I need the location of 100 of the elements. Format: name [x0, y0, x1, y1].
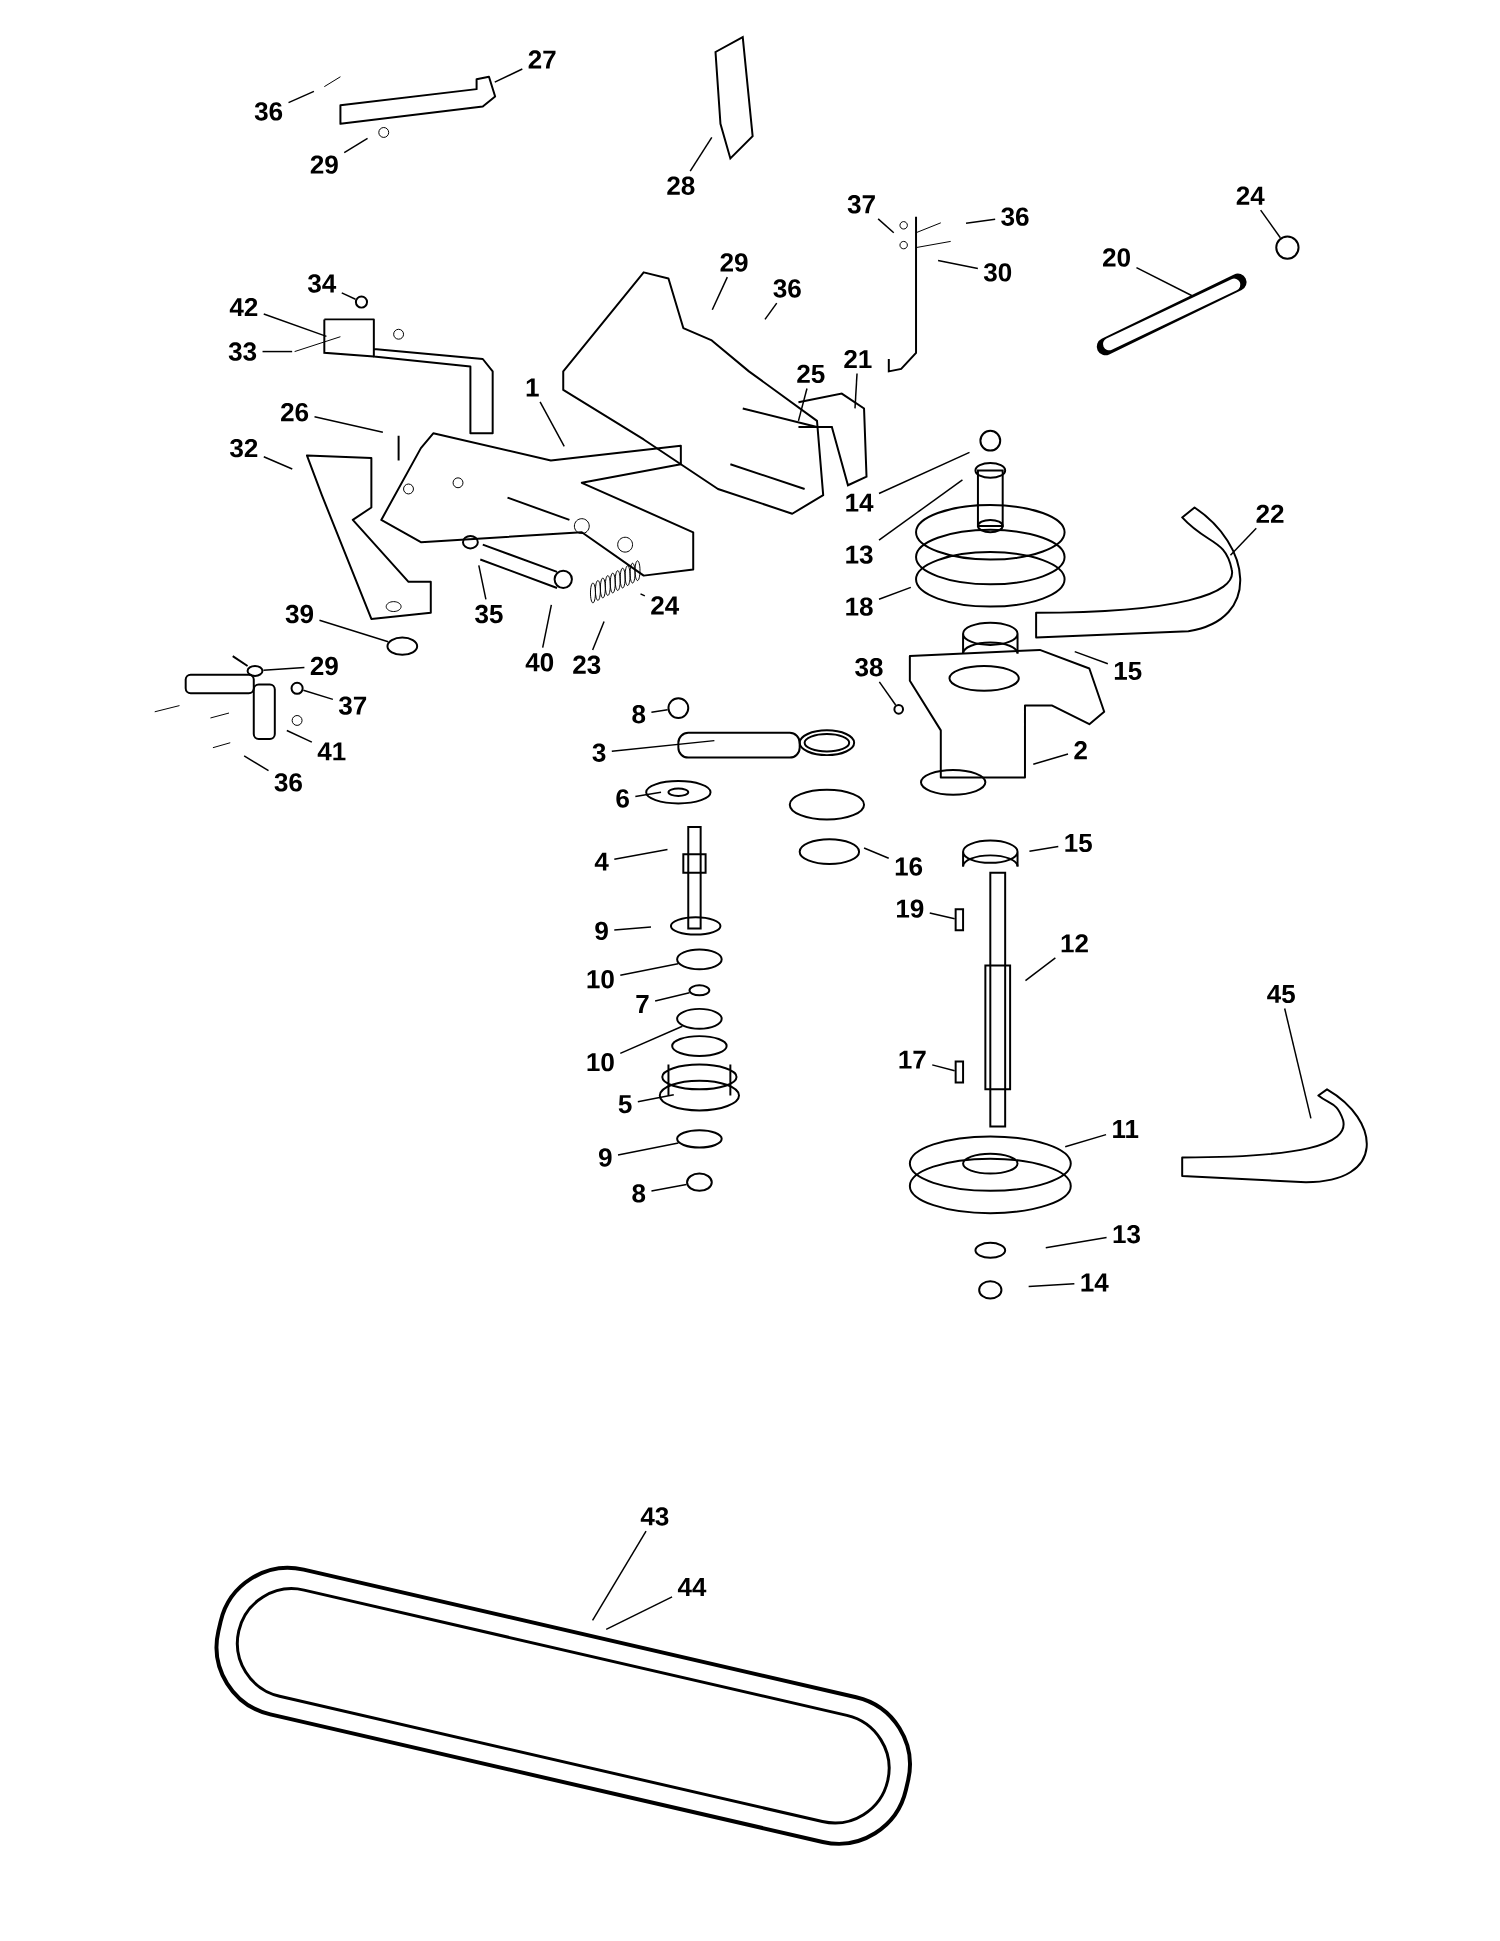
leader-line: [1229, 527, 1257, 557]
leader-line: [285, 729, 313, 743]
leader-line: [711, 276, 728, 311]
leader-line: [1135, 266, 1194, 297]
key: [954, 1060, 964, 1084]
leader-line: [613, 926, 652, 931]
washer: [676, 1129, 723, 1149]
leader-line: [261, 350, 293, 353]
callout-number: 44: [677, 1578, 707, 1596]
callout-number: 34: [307, 274, 336, 293]
leader-line: [243, 755, 270, 772]
callout-number: 43: [640, 1507, 669, 1526]
leader-line: [539, 401, 565, 448]
leader-line: [764, 302, 778, 321]
callout-number: 15: [1114, 661, 1142, 681]
leader-line: [477, 564, 487, 601]
callout-number: 14: [846, 493, 874, 512]
callout-number: 36: [773, 279, 801, 298]
callout-number: 10: [587, 970, 614, 989]
washer: [676, 1007, 723, 1030]
washer: [246, 665, 264, 677]
callout-number: 42: [229, 297, 258, 317]
callout-number: 27: [528, 50, 556, 69]
leader-line: [634, 791, 662, 798]
leader-line: [797, 387, 808, 422]
leader-line: [1073, 650, 1109, 665]
leader-line: [878, 479, 964, 541]
leader-line: [1032, 753, 1069, 766]
leader-line: [302, 689, 334, 701]
callout-number: 35: [474, 604, 503, 624]
callout-number: 41: [317, 742, 346, 761]
callout-number: 16: [895, 857, 922, 876]
leader-line: [262, 313, 328, 338]
leader-line: [541, 604, 552, 649]
callout-number: 29: [310, 155, 338, 174]
leader-line: [863, 847, 890, 859]
callout-number: 25: [797, 364, 825, 384]
leader-line: [878, 586, 912, 600]
callout-number: 24: [651, 596, 679, 615]
callout-number: 37: [847, 195, 875, 214]
callout-number: 13: [846, 545, 873, 564]
callout-number: 8: [632, 1184, 645, 1203]
leader-line: [1028, 845, 1059, 853]
callout-number: 36: [1001, 207, 1029, 226]
leader-line: [965, 218, 996, 224]
callout-number: 26: [280, 403, 308, 422]
callout-number: 22: [1256, 504, 1284, 523]
callout-number: 13: [1113, 1225, 1140, 1244]
leader-line: [287, 90, 315, 104]
washer: [1275, 235, 1300, 260]
callout-number: 30: [983, 263, 1011, 282]
callout-number: 5: [618, 1095, 632, 1114]
washer: [893, 704, 904, 715]
leader-line: [878, 681, 897, 706]
callout-number: 39: [285, 604, 313, 624]
leader-line: [1283, 1007, 1312, 1120]
leader-line: [636, 1093, 675, 1103]
leader-line: [1064, 1133, 1107, 1148]
leader-line: [318, 619, 389, 643]
leader-line: [1024, 957, 1056, 982]
callout-number: 1: [526, 378, 539, 397]
callout-number: 38: [854, 658, 883, 677]
callout-number: 24: [1236, 186, 1265, 205]
callout-number: 28: [667, 176, 695, 195]
washer: [386, 636, 418, 656]
leader-line: [343, 137, 369, 154]
callout-number: 9: [598, 1148, 612, 1167]
spring-drawing: [589, 560, 641, 604]
leader-line: [931, 1064, 956, 1072]
callout-number: 40: [525, 653, 553, 672]
leader-line: [619, 962, 679, 976]
washer: [685, 1172, 713, 1192]
leader-line: [262, 666, 305, 672]
callout-number: 32: [229, 438, 258, 458]
leader-line: [1027, 1282, 1075, 1288]
leader-line: [619, 1025, 683, 1055]
callout-number: 2: [1074, 741, 1087, 760]
callout-number: 21: [844, 349, 872, 369]
callout-number: 20: [1102, 248, 1130, 267]
callout-number: 10: [587, 1052, 614, 1072]
leader-line: [650, 1183, 688, 1192]
callout-number: 7: [636, 995, 649, 1013]
callout-number: 29: [720, 253, 748, 272]
callout-number: 6: [616, 789, 629, 808]
callout-number: 17: [899, 1050, 926, 1069]
washer: [667, 697, 690, 719]
leader-line: [878, 451, 971, 495]
callout-number: 36: [254, 102, 282, 121]
leader-line: [639, 593, 646, 597]
washer: [290, 681, 304, 695]
washer: [688, 984, 711, 997]
leader-line: [605, 1596, 673, 1631]
callout-number: 8: [632, 705, 645, 724]
callout-number: 29: [310, 656, 338, 676]
callout-number: 33: [228, 342, 256, 361]
leader-line: [340, 292, 357, 300]
leader-line: [591, 1530, 647, 1622]
callout-number: 19: [896, 899, 924, 918]
leader-line: [650, 709, 669, 714]
washer: [354, 295, 368, 309]
